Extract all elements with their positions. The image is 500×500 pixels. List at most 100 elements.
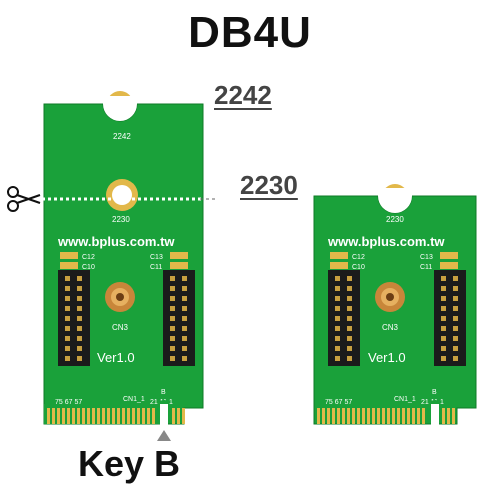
key-notch — [160, 404, 168, 426]
gold-finger — [67, 408, 70, 424]
cap-pad — [170, 262, 188, 269]
gold-finger — [117, 408, 120, 424]
board-2242: 2242 2230 www.bplus.com.tw C12 C10 C13 C… — [43, 91, 204, 425]
gold-finger — [387, 408, 390, 424]
gold-finger — [137, 408, 140, 424]
gold-finger — [357, 408, 360, 424]
header-pin — [182, 336, 187, 341]
silk-2230-left: 2230 — [112, 215, 130, 224]
header-pin — [182, 276, 187, 281]
header-pin — [65, 326, 70, 331]
gold-finger — [452, 408, 455, 424]
edge-cn-label: CN1_1 — [394, 396, 416, 403]
url-text-left: www.bplus.com.tw — [57, 234, 175, 249]
header-pin — [65, 346, 70, 351]
header-pin — [441, 306, 446, 311]
gold-finger — [397, 408, 400, 424]
header-pin — [182, 316, 187, 321]
gold-finger — [82, 408, 85, 424]
gold-finger — [367, 408, 370, 424]
header-pin — [335, 346, 340, 351]
header-pin — [441, 326, 446, 331]
gold-finger — [122, 408, 125, 424]
header-pin — [335, 296, 340, 301]
header-pin — [77, 296, 82, 301]
gold-finger — [172, 408, 175, 424]
pin-header-right — [163, 270, 195, 366]
header-pin — [77, 316, 82, 321]
header-pin — [335, 316, 340, 321]
header-pin — [77, 286, 82, 291]
gold-finger — [77, 408, 80, 424]
pin-header-right — [434, 270, 466, 366]
gold-finger — [407, 408, 410, 424]
header-pin — [453, 336, 458, 341]
header-pin — [65, 296, 70, 301]
header-pin — [453, 306, 458, 311]
cap-label: C12 — [82, 254, 95, 261]
gold-finger — [92, 408, 95, 424]
header-pin — [170, 286, 175, 291]
gold-finger — [62, 408, 65, 424]
gold-finger — [107, 408, 110, 424]
gold-finger — [362, 408, 365, 424]
gold-finger — [417, 408, 420, 424]
gold-finger — [332, 408, 335, 424]
header-pin — [441, 336, 446, 341]
header-pin — [335, 306, 340, 311]
gold-finger — [102, 408, 105, 424]
header-pin — [453, 276, 458, 281]
gold-finger — [352, 408, 355, 424]
header-pin — [65, 306, 70, 311]
cap-label: C13 — [150, 254, 163, 261]
header-pin — [182, 326, 187, 331]
gold-finger — [177, 408, 180, 424]
board-2230: 2230 www.bplus.com.tw C12 C10 C13 C11 CN… — [313, 184, 477, 425]
gold-finger — [72, 408, 75, 424]
gold-finger — [87, 408, 90, 424]
header-pin — [170, 276, 175, 281]
pin-header-left — [58, 270, 90, 366]
gold-finger — [132, 408, 135, 424]
silk-2242: 2242 — [113, 132, 131, 141]
scissors-icon — [7, 186, 41, 212]
header-pin — [441, 276, 446, 281]
gold-finger — [412, 408, 415, 424]
header-pin — [77, 336, 82, 341]
page-title: DB4U — [188, 8, 312, 57]
gold-finger — [142, 408, 145, 424]
header-pin — [182, 286, 187, 291]
version-text: Ver1.0 — [368, 350, 406, 365]
header-pin — [77, 306, 82, 311]
gold-finger — [382, 408, 385, 424]
gold-finger — [377, 408, 380, 424]
cap-pad — [170, 252, 188, 259]
cap-label: C11 — [420, 264, 432, 271]
header-pin — [65, 286, 70, 291]
url-text-right: www.bplus.com.tw — [327, 234, 445, 249]
header-pin — [441, 316, 446, 321]
header-pin — [335, 326, 340, 331]
header-pin — [77, 326, 82, 331]
key-letter-silk: B — [432, 389, 437, 396]
cap-pad — [60, 252, 78, 259]
header-pin — [77, 276, 82, 281]
header-pin — [453, 356, 458, 361]
cap-label: C11 — [150, 264, 162, 271]
edge-cn-label: CN1_1 — [123, 396, 145, 403]
cap-label: C13 — [420, 254, 433, 261]
gold-finger — [392, 408, 395, 424]
gold-finger — [322, 408, 325, 424]
header-pin — [335, 336, 340, 341]
version-text: Ver1.0 — [97, 350, 135, 365]
header-pin — [347, 326, 352, 331]
header-pin — [441, 356, 446, 361]
key-notch — [431, 404, 439, 426]
header-pin — [453, 316, 458, 321]
gold-finger — [337, 408, 340, 424]
header-pin — [170, 326, 175, 331]
header-pin — [453, 346, 458, 351]
gold-finger — [342, 408, 345, 424]
key-letter-silk: B — [161, 389, 166, 396]
